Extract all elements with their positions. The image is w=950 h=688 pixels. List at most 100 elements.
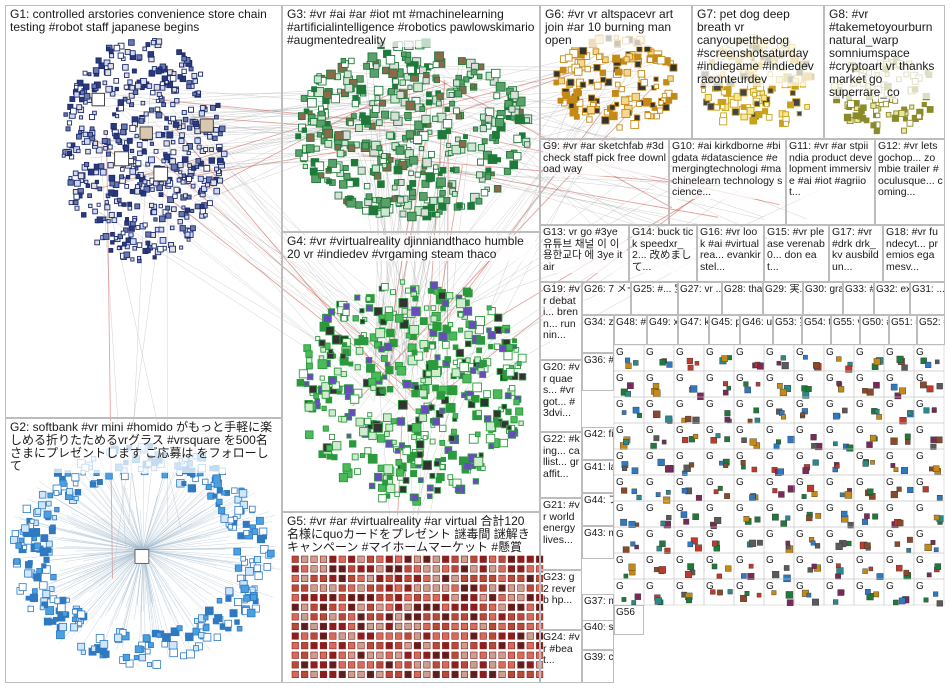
- graph-node: [267, 549, 275, 558]
- group-panel-g1: G1: controlled arstories convenience sto…: [5, 5, 282, 418]
- mini-group-label: G: [796, 477, 804, 488]
- graph-node: [116, 197, 122, 203]
- graph-node: [225, 595, 232, 602]
- graph-node: [18, 583, 27, 592]
- group-label: G55: virt...: [833, 317, 859, 328]
- group-panel-g49: G49: xcu...: [647, 315, 678, 345]
- mini-group-label: G: [826, 477, 834, 488]
- mini-group-label: G: [856, 555, 864, 566]
- graph-node: [890, 463, 896, 468]
- graph-node: [45, 540, 53, 548]
- mini-group-label: G: [736, 477, 744, 488]
- graph-node: [757, 539, 763, 546]
- graph-node: [87, 131, 93, 138]
- mini-group-label: G: [796, 529, 804, 540]
- graph-node: [505, 114, 511, 121]
- graph-node: [683, 518, 690, 525]
- graph-node: [179, 245, 184, 250]
- graph-node: [53, 490, 60, 496]
- graph-node: [469, 192, 480, 203]
- graph-node: [99, 168, 107, 176]
- graph-node: [142, 149, 147, 155]
- group-panel-g40: G40: stea...: [582, 620, 614, 650]
- graph-edge: [142, 549, 152, 635]
- mini-group-label: G: [886, 555, 894, 566]
- graph-node: [142, 179, 148, 185]
- graph-node: [178, 170, 183, 175]
- graph-node: [164, 116, 169, 121]
- graph-node: [208, 157, 215, 164]
- graph-node: [835, 463, 840, 469]
- graph-node: [161, 102, 167, 108]
- graph-node: [199, 203, 205, 209]
- graph-node: [95, 146, 103, 154]
- graph-node: [217, 177, 224, 184]
- graph-node: [151, 243, 157, 249]
- graph-edge: [142, 549, 155, 638]
- group-panel-g13: G13: vr go #3ye 유튜브 채널 이 이용한교다 에 3ye it …: [540, 225, 629, 282]
- graph-node: [33, 573, 42, 582]
- graph-node: [43, 617, 52, 626]
- graph-node: [76, 620, 83, 627]
- group-panel-g27: G27: vr ...: [678, 282, 722, 315]
- group-label: G31: ...: [912, 284, 944, 295]
- graph-node: [169, 648, 178, 658]
- graph-node: [890, 437, 898, 445]
- graph-node: [76, 148, 81, 154]
- graph-node: [234, 495, 243, 504]
- graph-node: [144, 648, 151, 655]
- group-label: G23: g2 reverb hp...: [543, 572, 580, 607]
- group-panel-g46: G46: usin...: [740, 315, 773, 345]
- graph-edge: [142, 468, 176, 551]
- graph-edge: [142, 536, 230, 551]
- graph-node: [634, 593, 642, 600]
- graph-edge: [142, 516, 216, 551]
- mini-group-label: G: [856, 503, 864, 514]
- mini-group-label: G: [616, 347, 624, 358]
- graph-node: [136, 54, 143, 61]
- graph-edge: [71, 549, 144, 584]
- graph-edge: [72, 549, 144, 636]
- graph-node: [251, 604, 260, 613]
- graph-node: [633, 360, 639, 366]
- graph-node: [743, 516, 750, 522]
- graph-edge: [142, 499, 187, 551]
- mini-group-label: G: [616, 425, 624, 436]
- graph-node: [835, 542, 843, 550]
- graph-node: [213, 187, 220, 195]
- graph-node: [845, 365, 853, 373]
- graph-node: [695, 494, 702, 501]
- graph-node: [874, 408, 880, 414]
- graph-node: [812, 459, 819, 466]
- graph-edge: [85, 463, 144, 551]
- group-label: G27: vr ...: [680, 284, 721, 295]
- mini-group-label: G: [856, 581, 864, 592]
- graph-node: [802, 391, 810, 399]
- graph-edge: [83, 549, 144, 562]
- graph-node: [92, 67, 100, 74]
- graph-node: [92, 208, 98, 215]
- graph-node: [621, 487, 628, 494]
- group-label: G36: #te...: [584, 355, 613, 366]
- graph-edge: [54, 549, 144, 578]
- graph-node: [89, 114, 96, 121]
- graph-node: [181, 52, 186, 57]
- graph-node: [129, 84, 136, 91]
- graph-node: [245, 567, 254, 576]
- graph-edge: [142, 549, 195, 628]
- graph-node: [103, 146, 108, 151]
- graph-node: [787, 435, 795, 444]
- group-label: G9: #vr #ar sketchfab #3d check staff pi…: [543, 141, 667, 176]
- graph-edge: [142, 549, 267, 557]
- graph-node: [756, 592, 762, 598]
- group-label: G48: #vr...: [616, 317, 646, 328]
- graph-node: [743, 381, 749, 387]
- group-label: G28: thatgrl...: [724, 284, 762, 295]
- graph-node: [723, 462, 729, 468]
- mini-group-label: G: [766, 581, 774, 592]
- graph-edge: [426, 79, 446, 359]
- graph-node: [39, 547, 49, 557]
- graph-node: [781, 362, 789, 370]
- graph-node: [43, 510, 52, 519]
- mini-group-label: G: [646, 347, 654, 358]
